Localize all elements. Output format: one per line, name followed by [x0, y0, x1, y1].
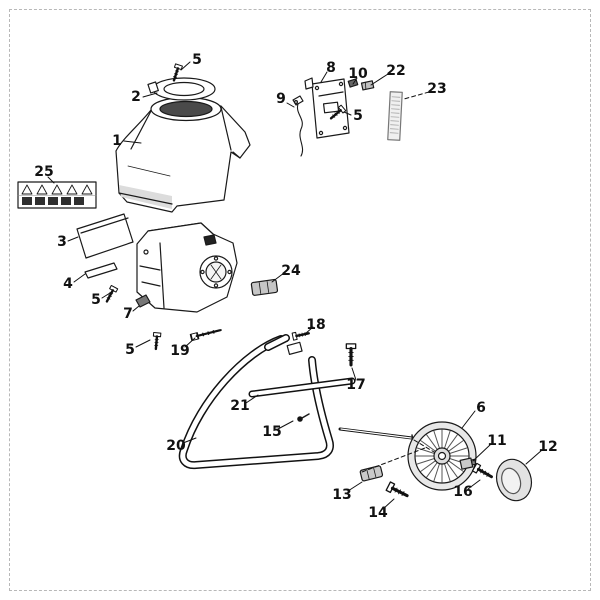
- spacer-part-22: [360, 80, 375, 91]
- bolt-part-15: [297, 413, 310, 422]
- screw-part-16: [471, 461, 496, 482]
- hubcap-part-12: [495, 458, 533, 502]
- screw-part-5: [151, 331, 163, 351]
- safety-label-part-25: [17, 181, 97, 209]
- bolt-part-18: [290, 328, 311, 342]
- cap-part-11: [459, 457, 477, 470]
- leader-lines: [47, 61, 543, 510]
- housing-assembly: [136, 222, 238, 313]
- plate-part-8: [304, 77, 350, 139]
- screw-part-14: [384, 480, 411, 502]
- hopper-part-1: [115, 96, 251, 213]
- pin-part-10: [347, 78, 359, 88]
- axle-rod: [338, 427, 414, 442]
- wheel-part-6: [407, 421, 477, 491]
- clip-part-13: [359, 465, 384, 482]
- screw-part-17: [344, 342, 358, 367]
- collar-part-2: [147, 77, 216, 101]
- spring-part-9: [292, 95, 304, 157]
- frame-part-20: [178, 334, 334, 470]
- latch-part-7: [135, 294, 151, 308]
- crossbar-part-21: [248, 377, 356, 398]
- bar-part-4: [84, 262, 118, 279]
- panel-part-3: [76, 213, 134, 259]
- label-strip-part-23: [387, 91, 403, 141]
- connector-part-24: [250, 278, 279, 296]
- screw-part-5: [102, 284, 119, 305]
